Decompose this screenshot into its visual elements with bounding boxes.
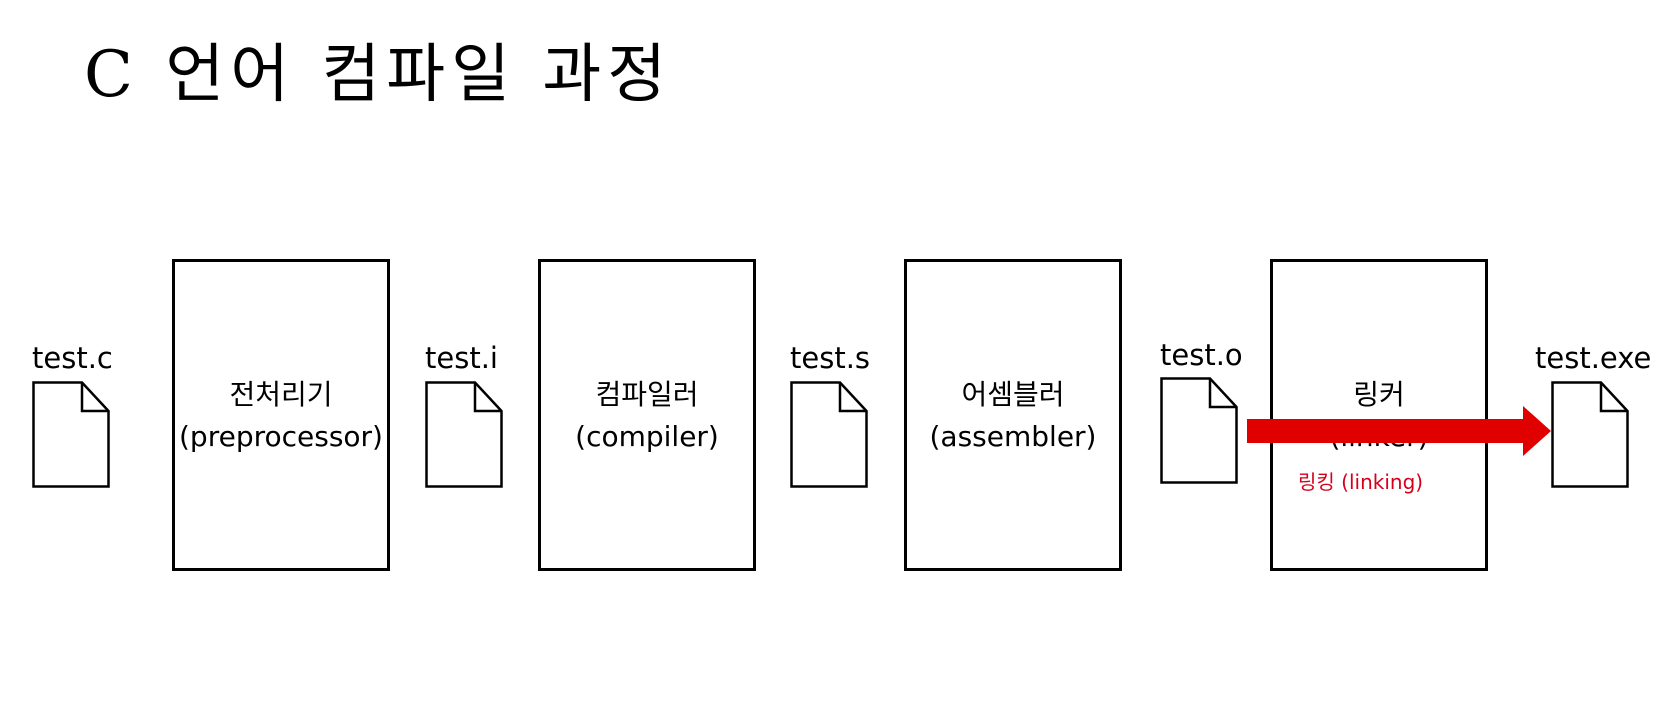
stage-name: 전처리기 <box>229 378 333 411</box>
file-label-test-exe: test.exe <box>1535 341 1652 375</box>
stage-english-name: (compiler) <box>575 420 719 453</box>
stage-name: 어셈블러 <box>961 378 1065 411</box>
file-label-test-o: test.o <box>1160 338 1243 372</box>
file-icon <box>425 381 503 488</box>
file-label-test-s: test.s <box>790 341 871 375</box>
stage-name: 링커 <box>1353 378 1405 411</box>
file-icon <box>1551 381 1629 488</box>
file-icon <box>1160 377 1238 484</box>
file-icon <box>790 381 868 488</box>
stage-compiler: 컴파일러 (compiler) <box>538 259 756 571</box>
linking-label: 링킹 (linking) <box>1298 470 1424 494</box>
stage-name: 컴파일러 <box>595 378 699 411</box>
file-icon <box>32 381 110 488</box>
stage-english-name: (assembler) <box>929 420 1097 453</box>
file-label-test-i: test.i <box>425 341 498 375</box>
linking-arrow-icon <box>1247 406 1551 456</box>
page-title: C 언어 컴파일 과정 <box>84 38 673 112</box>
stage-english-name: (preprocessor) <box>179 420 383 453</box>
stage-preprocessor: 전처리기 (preprocessor) <box>172 259 390 571</box>
file-label-test-c: test.c <box>32 341 113 375</box>
stage-assembler: 어셈블러 (assembler) <box>904 259 1122 571</box>
stage-linker: 링커 (linker) <box>1270 259 1488 571</box>
